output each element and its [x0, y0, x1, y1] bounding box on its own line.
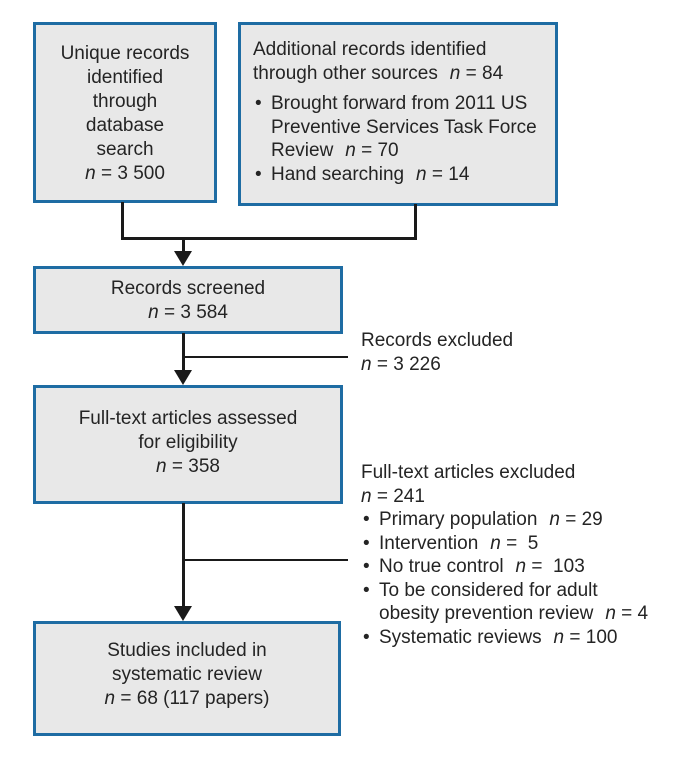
- n-variable: n: [549, 509, 560, 530]
- box-line: Full-text articles assessed: [78, 408, 298, 429]
- list-item: Intervention n = 5: [361, 532, 658, 556]
- n-value: = 4: [621, 603, 649, 624]
- bullet-text: Primary population: [379, 509, 538, 530]
- n-value: = 3 500: [100, 163, 165, 184]
- arrow-down-icon: [174, 370, 192, 385]
- list-item: To be considered for adult obesity preve…: [361, 579, 658, 626]
- n-value: = 14: [431, 163, 470, 185]
- side-note-fulltext-excluded: Full-text articles excluded n = 241 Prim…: [361, 461, 658, 649]
- side-note-records-excluded: Records excluded n = 3 226: [361, 329, 513, 376]
- branch-to-fulltext-excluded: [185, 559, 348, 561]
- n-value: = 358: [171, 456, 220, 477]
- n-value: = 29: [565, 509, 603, 530]
- note-title: Full-text articles excluded: [361, 462, 576, 483]
- n-value: = 5: [506, 532, 539, 554]
- n-variable: n: [361, 353, 372, 375]
- bullet-text: No true control: [379, 556, 504, 577]
- connector-merge-horizontal: [121, 237, 417, 240]
- connector-to-studies-included: [182, 503, 185, 607]
- bullet-list: Primary population n = 29 Intervention n…: [361, 508, 658, 649]
- box-title-text: Additional records identified through ot…: [253, 39, 487, 84]
- note-title: Records excluded: [361, 330, 514, 351]
- flow-box-records-screened: Records screened n = 3 584: [33, 266, 343, 334]
- box-line: search: [96, 139, 154, 160]
- arrow-down-icon: [174, 606, 192, 621]
- box-line: Unique records: [60, 43, 190, 64]
- n-variable: n: [490, 532, 501, 554]
- n-variable: n: [416, 163, 427, 185]
- connector-to-records-screened: [182, 238, 185, 254]
- count-line: n = 68 (117 papers): [36, 687, 338, 711]
- box-line: systematic review: [112, 664, 262, 685]
- connector-from-unique-records: [121, 202, 124, 240]
- box-line: Studies included in: [107, 640, 267, 661]
- n-variable: n: [553, 626, 565, 648]
- n-value: = 3 226: [376, 353, 441, 375]
- n-value: = 103: [531, 556, 585, 577]
- count-line: n = 358: [36, 455, 340, 479]
- flow-box-additional-records: Additional records identified through ot…: [238, 22, 558, 206]
- n-variable: n: [361, 485, 372, 507]
- box-title: Additional records identified through ot…: [253, 38, 545, 85]
- list-item: Brought forward from 2011 US Preventive …: [253, 92, 545, 163]
- n-value: = 70: [361, 140, 399, 161]
- n-value: = 68 (117 papers): [120, 688, 270, 709]
- box-line: through: [92, 91, 158, 112]
- connector-to-fulltext-assessed: [182, 333, 185, 372]
- count-line: n = 241: [361, 485, 658, 509]
- list-item: Primary population n = 29: [361, 508, 658, 532]
- bullet-text: Intervention: [379, 532, 479, 554]
- count-line: n = 3 226: [361, 353, 513, 377]
- bullet-list: Brought forward from 2011 US Preventive …: [253, 92, 545, 186]
- n-value: = 3 584: [163, 302, 228, 323]
- bullet-text: To be considered for adult obesity preve…: [379, 579, 598, 625]
- n-value: = 84: [465, 62, 504, 84]
- n-value: = 241: [376, 485, 425, 507]
- n-variable: n: [515, 556, 527, 577]
- box-title: Records screened: [110, 278, 266, 299]
- count-line: n = 3 500: [36, 162, 214, 186]
- n-value: = 100: [569, 626, 618, 648]
- list-item: Hand searching n = 14: [253, 163, 545, 187]
- bullet-text: Hand searching: [271, 163, 405, 185]
- n-variable: n: [85, 163, 96, 184]
- flow-box-unique-records: Unique records identified through databa…: [33, 22, 217, 203]
- count-line: n = 3 584: [36, 301, 340, 325]
- flow-box-studies-included: Studies included in systematic review n …: [33, 621, 341, 736]
- n-variable: n: [449, 62, 461, 84]
- box-line: identified: [86, 67, 164, 88]
- n-variable: n: [104, 688, 116, 709]
- n-variable: n: [605, 603, 616, 624]
- bullet-text: Systematic reviews: [379, 626, 542, 648]
- box-line: database: [85, 115, 165, 136]
- flow-box-fulltext-assessed: Full-text articles assessed for eligibil…: [33, 385, 343, 504]
- list-item: Systematic reviews n = 100: [361, 626, 658, 650]
- n-variable: n: [156, 456, 167, 477]
- box-line: for eligibility: [138, 432, 238, 453]
- list-item: No true control n = 103: [361, 555, 658, 579]
- bullet-text: Brought forward from 2011 US Preventive …: [271, 93, 537, 161]
- branch-to-records-excluded: [185, 356, 348, 358]
- n-variable: n: [345, 140, 356, 161]
- connector-from-additional-records: [414, 204, 417, 240]
- n-variable: n: [148, 302, 159, 323]
- arrow-down-icon: [174, 251, 192, 266]
